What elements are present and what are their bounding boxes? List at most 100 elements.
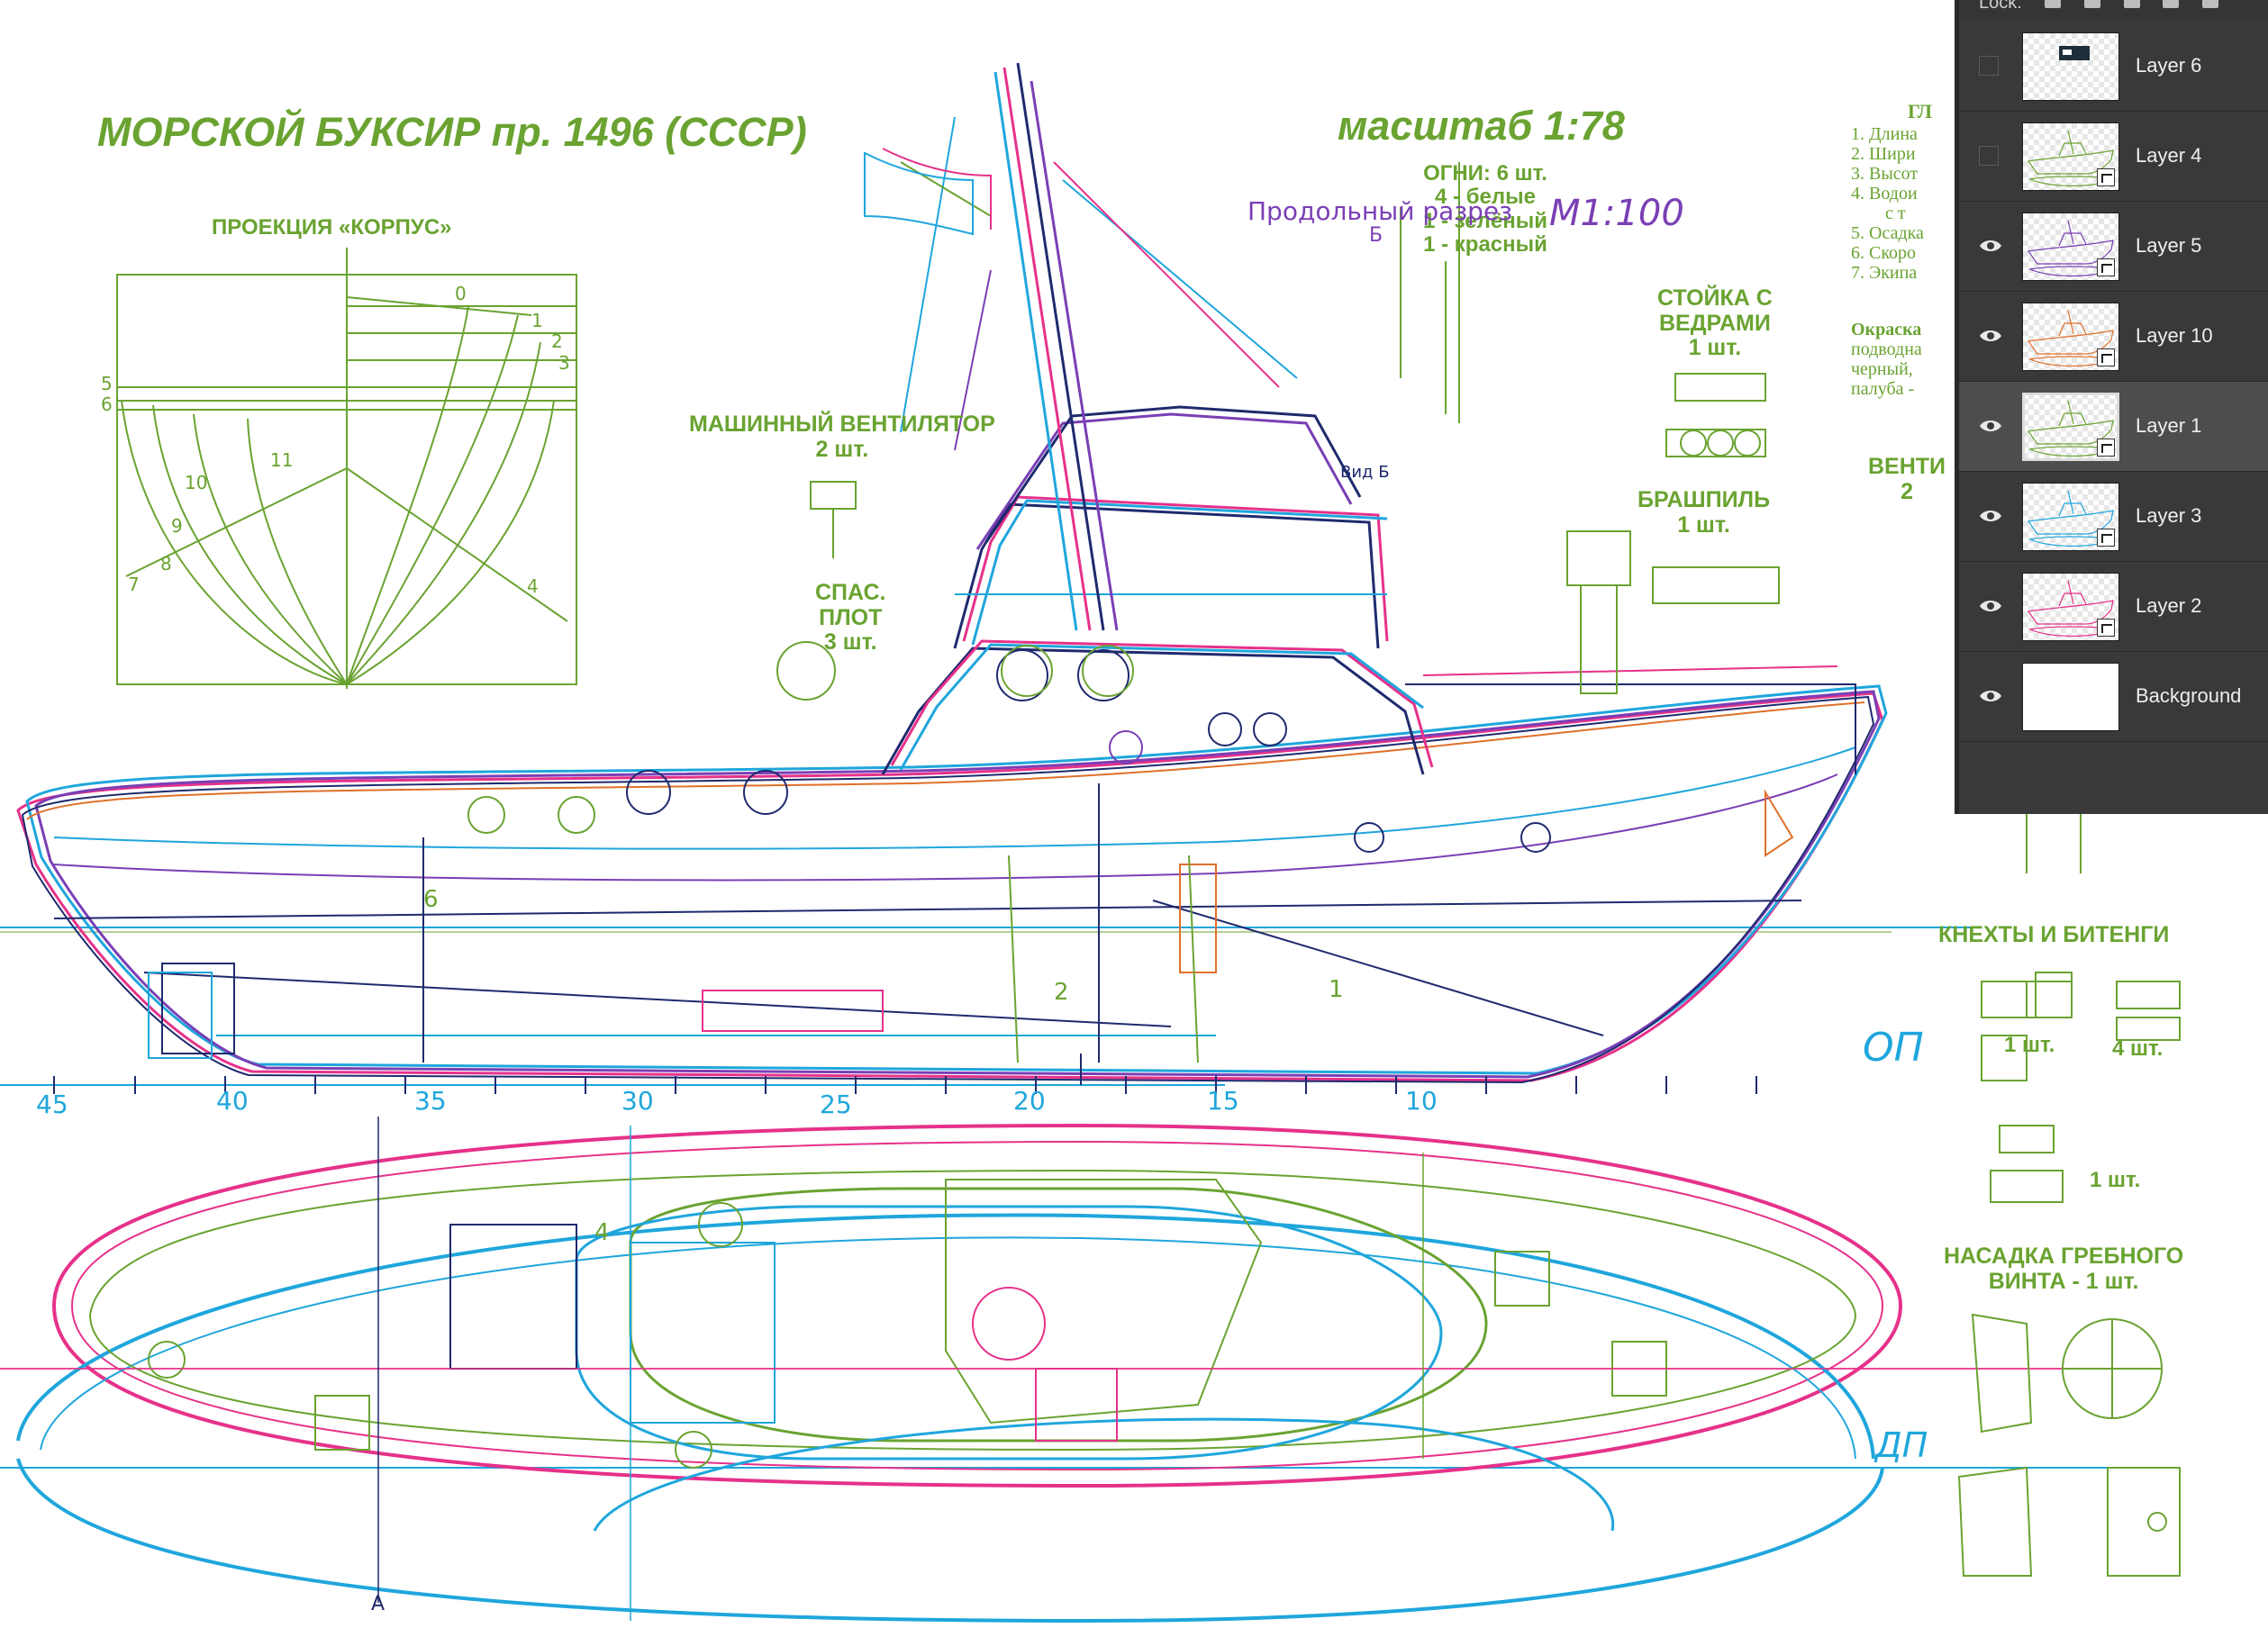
eye-icon[interactable] bbox=[1979, 506, 2002, 526]
nozzle-label: НАСАДКА ГРЕБНОГО ВИНТА - 1 шт. bbox=[1944, 1244, 2183, 1294]
windlass-label: БРАШПИЛЬ 1 шт. bbox=[1637, 487, 1771, 538]
smart-object-icon bbox=[2097, 168, 2115, 186]
eye-icon[interactable] bbox=[1979, 236, 2002, 256]
frame-number-35: 35 bbox=[414, 1086, 447, 1116]
layers-panel: Lock: Layer 6 Layer 4 Layer 5 Layer 10 L… bbox=[1958, 0, 2268, 814]
paint-line: подводна bbox=[1851, 339, 1922, 359]
venti-label: ВЕНТИ 2 bbox=[1868, 454, 1946, 504]
layer-name[interactable]: Layer 5 bbox=[2136, 234, 2202, 257]
spec-line: 7. Экипа bbox=[1851, 263, 1918, 283]
spec-line: 3. Высот bbox=[1851, 164, 1919, 184]
mast bbox=[864, 62, 1298, 631]
windlass-line-2: 1 шт. bbox=[1677, 511, 1730, 538]
lock-paint-icon[interactable] bbox=[2083, 0, 2100, 8]
spec-heading: ГЛ bbox=[1908, 100, 1933, 122]
venti-line-1: ВЕНТИ bbox=[1868, 454, 1946, 479]
paint-line: палуба - bbox=[1851, 379, 1915, 399]
layer-thumbnail bbox=[2022, 122, 2119, 191]
layer-row[interactable]: Layer 3 bbox=[1959, 472, 2268, 562]
nozzle-line-2: ВИНТА - 1 шт. bbox=[1988, 1268, 2139, 1294]
layer-row[interactable]: Layer 1 bbox=[1959, 382, 2268, 472]
raft-line-3: 3 шт. bbox=[823, 629, 877, 655]
body-plan-number: 5 bbox=[101, 373, 113, 394]
smart-object-icon bbox=[2097, 529, 2115, 547]
visibility-empty-box[interactable] bbox=[1979, 146, 1999, 166]
smart-object-icon bbox=[2097, 439, 2115, 457]
spec-line: 4. Водои bbox=[1851, 184, 1918, 204]
layer-row[interactable]: Layer 2 bbox=[1959, 562, 2268, 652]
visibility-empty-box[interactable] bbox=[1979, 56, 1999, 76]
layer-name[interactable]: Layer 6 bbox=[2136, 54, 2202, 77]
paint-line: черный, bbox=[1851, 359, 1913, 379]
layer-name[interactable]: Layer 3 bbox=[2136, 504, 2202, 527]
layer-row[interactable]: Layer 5 bbox=[1959, 202, 2268, 292]
raft-line-2: ПЛОТ bbox=[819, 604, 883, 630]
body-plan-number: 11 bbox=[270, 449, 294, 471]
windlass-line-1: БРАШПИЛЬ bbox=[1637, 487, 1771, 512]
scale-label: масштаб 1:78 bbox=[1338, 103, 1625, 149]
frame-number-10: 10 bbox=[1405, 1086, 1438, 1116]
body-plan-number: 6 bbox=[101, 393, 113, 415]
spec-line: 2. Шири bbox=[1851, 144, 1916, 164]
nozzle-line-1: НАСАДКА ГРЕБНОГО bbox=[1944, 1244, 2184, 1269]
view-b-label: Вид Б bbox=[1340, 463, 1390, 482]
eye-icon[interactable] bbox=[1979, 416, 2002, 436]
section-label: Продольный разрез bbox=[1247, 196, 1513, 226]
layer-row[interactable]: Layer 4 bbox=[1959, 112, 2268, 202]
layer-name[interactable]: Layer 2 bbox=[2136, 594, 2202, 617]
layer-name[interactable]: Layer 4 bbox=[2136, 144, 2202, 167]
layer-row[interactable]: Layer 10 bbox=[1959, 292, 2268, 382]
waterlines bbox=[0, 927, 2162, 1469]
hull-details bbox=[148, 645, 1794, 1085]
lock-artboard-icon[interactable] bbox=[2163, 0, 2180, 8]
side-hull bbox=[16, 684, 1888, 1084]
layer-thumbnail bbox=[2022, 393, 2119, 461]
frame-number-30: 30 bbox=[621, 1086, 654, 1116]
layer-row[interactable]: Layer 6 bbox=[1959, 22, 2268, 112]
frame-number-40: 40 bbox=[216, 1086, 249, 1116]
body-plan-number: 4 bbox=[527, 575, 539, 597]
lights-line-4: 1 - красный bbox=[1423, 232, 1547, 258]
layer-name[interactable]: Layer 10 bbox=[2136, 324, 2213, 347]
bollard-count-1: 1 шт. bbox=[2004, 1033, 2055, 1057]
body-plan-number: 3 bbox=[558, 352, 570, 374]
smart-object-icon bbox=[2097, 258, 2115, 276]
body-plan-number: 2 bbox=[551, 330, 563, 352]
panel-footer bbox=[1959, 767, 2268, 814]
layer-row[interactable]: Background bbox=[1959, 652, 2268, 742]
body-plan-number: 8 bbox=[160, 553, 172, 574]
body-plan bbox=[116, 248, 577, 689]
lock-position-icon[interactable] bbox=[2123, 0, 2140, 8]
paint-line: Окраска bbox=[1851, 320, 1922, 339]
bollard-count-2: 4 шт. bbox=[2112, 1036, 2164, 1061]
eye-icon[interactable] bbox=[1979, 596, 2002, 616]
panel-divider[interactable] bbox=[1955, 0, 1960, 814]
lights-line-1: ОГНИ: 6 шт. bbox=[1423, 161, 1547, 185]
fittings bbox=[776, 162, 2181, 1577]
lock-transparent-icon[interactable] bbox=[2045, 0, 2062, 8]
frame-ticks bbox=[53, 1076, 1757, 1094]
lights-label: ОГНИ: 6 шт. 4 - белые 1 - зелёный 1 - кр… bbox=[1423, 161, 1547, 258]
layer-name[interactable]: Layer 1 bbox=[2136, 414, 2202, 437]
bollards-label: КНЕХТЫ И БИТЕНГИ bbox=[1938, 922, 2170, 947]
lock-label: Lock: bbox=[1979, 0, 2022, 13]
lock-all-icon[interactable] bbox=[2201, 0, 2218, 8]
bucket-stand-line-3: 1 шт. bbox=[1688, 335, 1742, 360]
eye-icon[interactable] bbox=[1979, 326, 2002, 346]
circle-number: 1 bbox=[1329, 976, 1344, 1003]
raft-line-1: СПАС. bbox=[815, 580, 886, 605]
eye-icon[interactable] bbox=[1979, 686, 2002, 706]
spec-line: 5. Осадка bbox=[1851, 223, 1924, 243]
body-plan-number: 7 bbox=[128, 574, 140, 595]
paint-list: Окраска подводна черный, палуба - bbox=[1851, 320, 1957, 399]
venti-line-2: 2 bbox=[1901, 478, 1913, 504]
layer-name[interactable]: Background bbox=[2136, 684, 2242, 707]
frame-number-20: 20 bbox=[1013, 1086, 1046, 1116]
dp-label: ДП bbox=[1875, 1425, 1928, 1465]
frame-number-25: 25 bbox=[820, 1090, 852, 1119]
lights-line-3: 1 - зелёный bbox=[1423, 208, 1547, 233]
circle-number: 6 bbox=[423, 886, 439, 913]
deck-plan bbox=[0, 1117, 2162, 1623]
